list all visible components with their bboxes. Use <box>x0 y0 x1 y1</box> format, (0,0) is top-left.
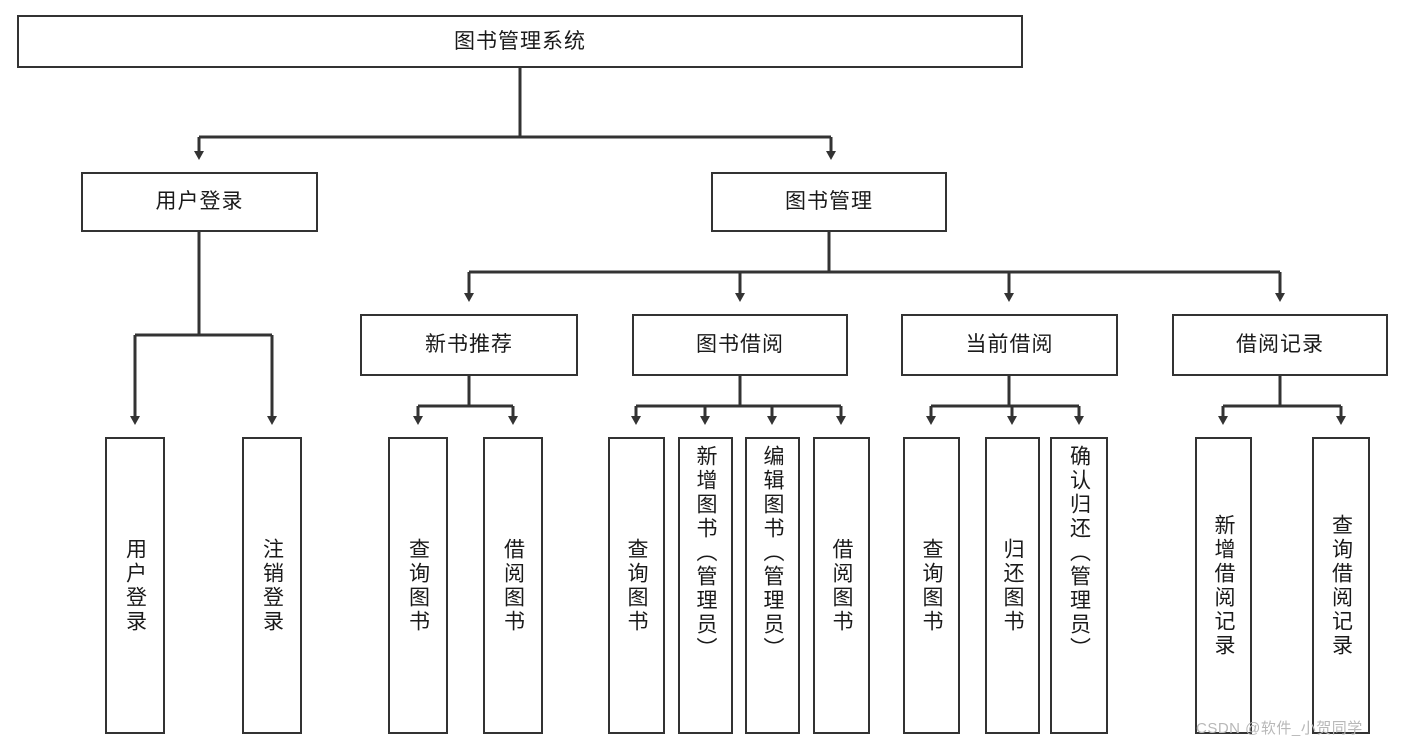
node-root-label: 图书管理系统 <box>454 29 586 53</box>
node-user-login-label: 用户登录 <box>155 190 244 214</box>
node-new-book-rec[interactable]: 新书推荐 <box>360 314 578 376</box>
node-current-borrow-label: 当前借阅 <box>965 333 1054 357</box>
node-leaf-add-book-label: 新增图书（管理员） <box>694 445 717 661</box>
node-leaf-query-book-1[interactable]: 查询图书 <box>388 437 448 734</box>
node-leaf-return-book-label: 归还图书 <box>1001 537 1024 634</box>
node-borrow-record-label: 借阅记录 <box>1236 333 1324 357</box>
node-leaf-add-record-label: 新增借阅记录 <box>1212 513 1235 658</box>
node-borrow-record[interactable]: 借阅记录 <box>1172 314 1388 376</box>
node-leaf-query-book-3[interactable]: 查询图书 <box>903 437 960 734</box>
node-root[interactable]: 图书管理系统 <box>17 15 1023 68</box>
node-leaf-return-book[interactable]: 归还图书 <box>985 437 1040 734</box>
node-user-login[interactable]: 用户登录 <box>81 172 318 232</box>
node-leaf-edit-book-label: 编辑图书（管理员） <box>761 445 784 661</box>
node-book-manage[interactable]: 图书管理 <box>711 172 947 232</box>
node-leaf-borrow-book-1[interactable]: 借阅图书 <box>483 437 543 734</box>
node-leaf-edit-book[interactable]: 编辑图书（管理员） <box>745 437 800 734</box>
node-leaf-user-login-label: 用户登录 <box>123 537 147 634</box>
node-leaf-query-record-label: 查询借阅记录 <box>1329 513 1353 658</box>
node-current-borrow[interactable]: 当前借阅 <box>901 314 1118 376</box>
node-leaf-confirm-return-label: 确认归还（管理员） <box>1067 445 1091 661</box>
node-book-borrow[interactable]: 图书借阅 <box>632 314 848 376</box>
node-leaf-confirm-return[interactable]: 确认归还（管理员） <box>1050 437 1108 734</box>
node-leaf-borrow-book-2-label: 借阅图书 <box>830 537 853 634</box>
node-leaf-user-login[interactable]: 用户登录 <box>105 437 165 734</box>
node-book-manage-label: 图书管理 <box>785 190 873 214</box>
node-leaf-add-book[interactable]: 新增图书（管理员） <box>678 437 733 734</box>
node-leaf-borrow-book-2[interactable]: 借阅图书 <box>813 437 870 734</box>
node-leaf-borrow-book-1-label: 借阅图书 <box>501 537 525 634</box>
node-leaf-query-book-2-label: 查询图书 <box>625 537 648 634</box>
node-leaf-logout-label: 注销登录 <box>260 537 284 634</box>
node-book-borrow-label: 图书借阅 <box>696 333 784 357</box>
node-new-book-rec-label: 新书推荐 <box>425 333 513 357</box>
node-leaf-query-record[interactable]: 查询借阅记录 <box>1312 437 1370 734</box>
node-leaf-add-record[interactable]: 新增借阅记录 <box>1195 437 1252 734</box>
node-leaf-query-book-2[interactable]: 查询图书 <box>608 437 665 734</box>
csdn-watermark: CSDN @软件_小贺同学 <box>1196 720 1363 737</box>
node-leaf-query-book-1-label: 查询图书 <box>406 537 430 634</box>
node-leaf-query-book-3-label: 查询图书 <box>920 537 943 634</box>
node-leaf-logout[interactable]: 注销登录 <box>242 437 302 734</box>
